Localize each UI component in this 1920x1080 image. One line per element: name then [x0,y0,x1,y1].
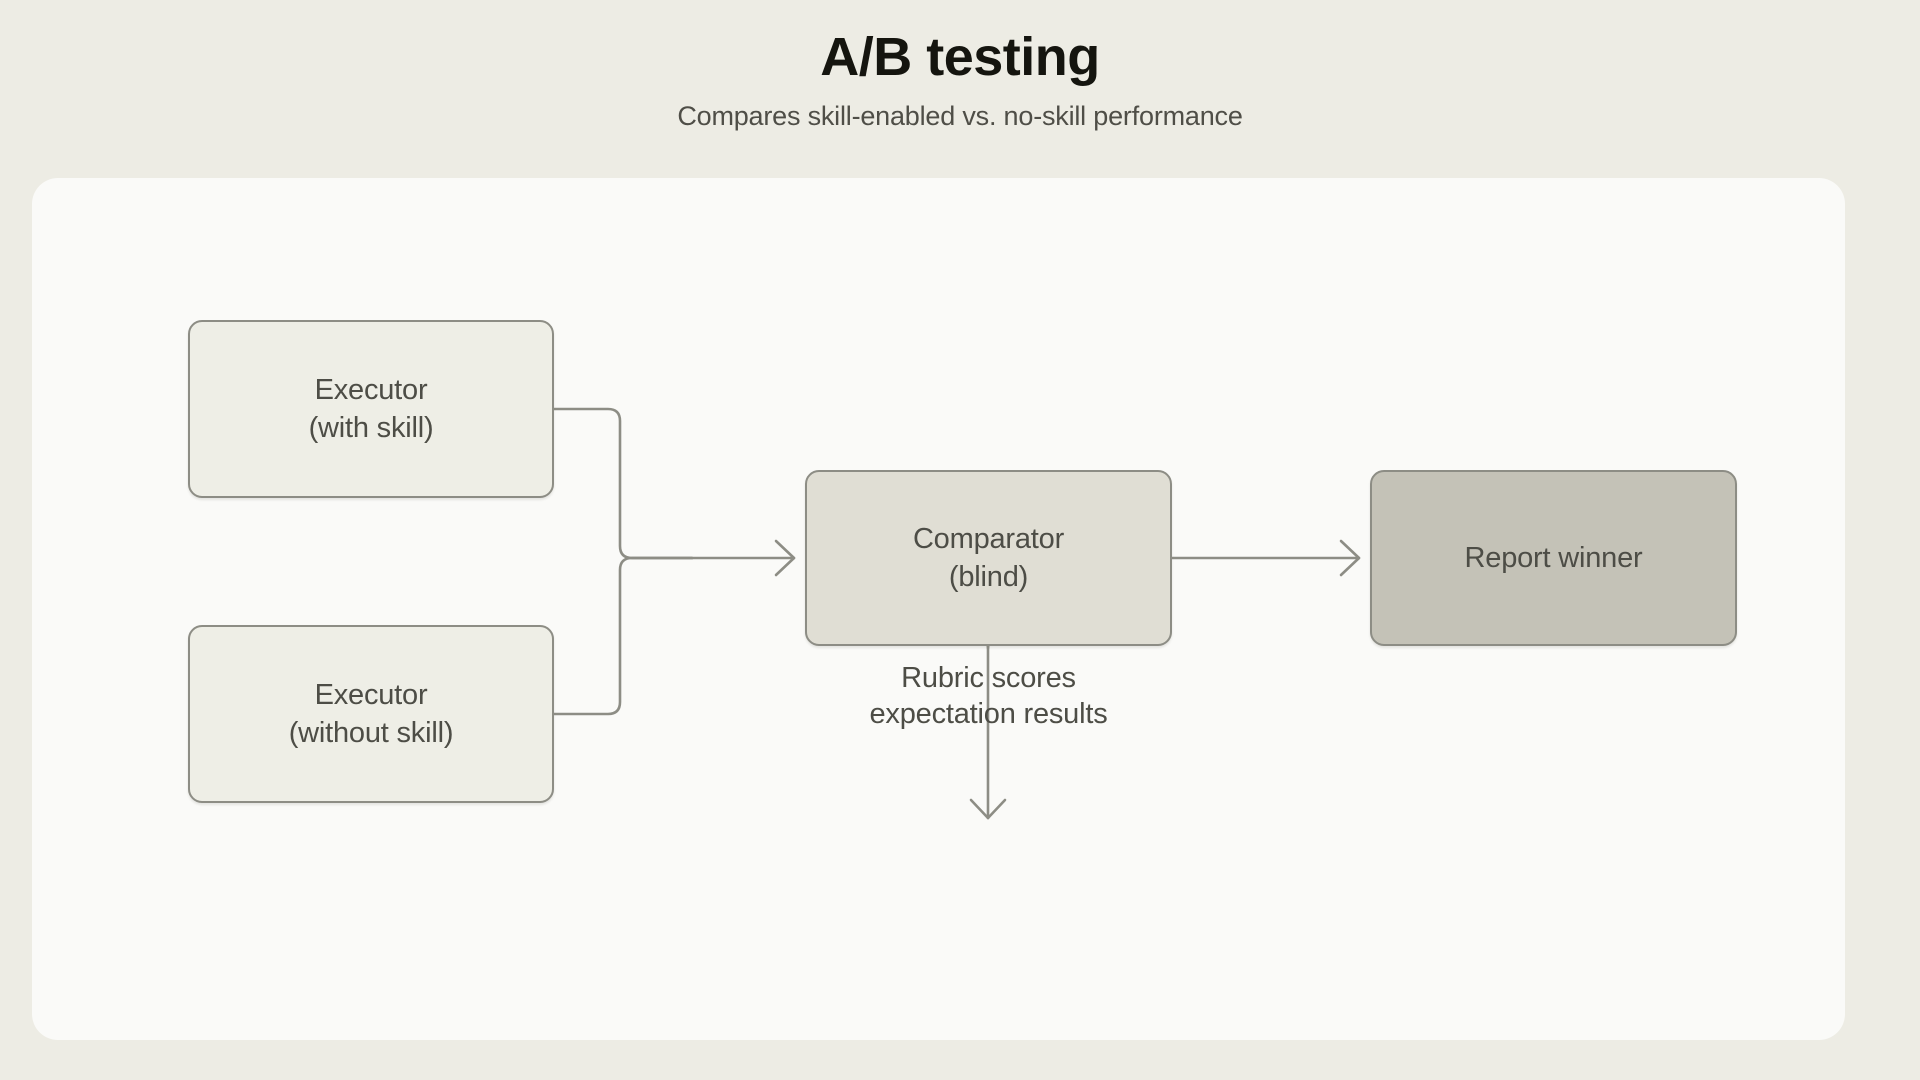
edge-exec-with-to-comparator [552,407,694,560]
flowchart: Executor (with skill) Executor (without … [32,178,1845,1040]
page-subtitle: Compares skill-enabled vs. no-skill perf… [677,101,1243,132]
node-label-line2: (with skill) [308,412,434,444]
arrowhead-into-caption [969,798,1007,820]
node-label-line1: Executor [314,373,428,406]
caption-line1: Rubric scores [901,662,1076,694]
page-header: A/B testing Compares skill-enabled vs. n… [0,0,1920,132]
node-label-line1: Report winner [1464,541,1643,574]
arrowhead-into-comparator [774,539,796,577]
node-executor-with-skill[interactable]: Executor (with skill) [188,320,554,498]
arrowhead-into-report [1339,539,1361,577]
rubric-scores-caption: Rubric scores expectation results [805,660,1172,733]
node-label-line1: Executor [314,678,428,711]
node-label-line2: (without skill) [288,717,454,749]
node-executor-without-skill[interactable]: Executor (without skill) [188,625,554,803]
diagram-card: Executor (with skill) Executor (without … [32,178,1845,1040]
node-report-winner[interactable]: Report winner [1370,470,1737,646]
caption-line2: expectation results [869,698,1108,731]
edge-exec-without-to-comparator [552,556,694,716]
node-comparator-blind[interactable]: Comparator (blind) [805,470,1172,646]
node-label-line1: Comparator [912,522,1065,555]
node-label-line2: (blind) [948,561,1029,593]
page-title: A/B testing [820,27,1100,87]
